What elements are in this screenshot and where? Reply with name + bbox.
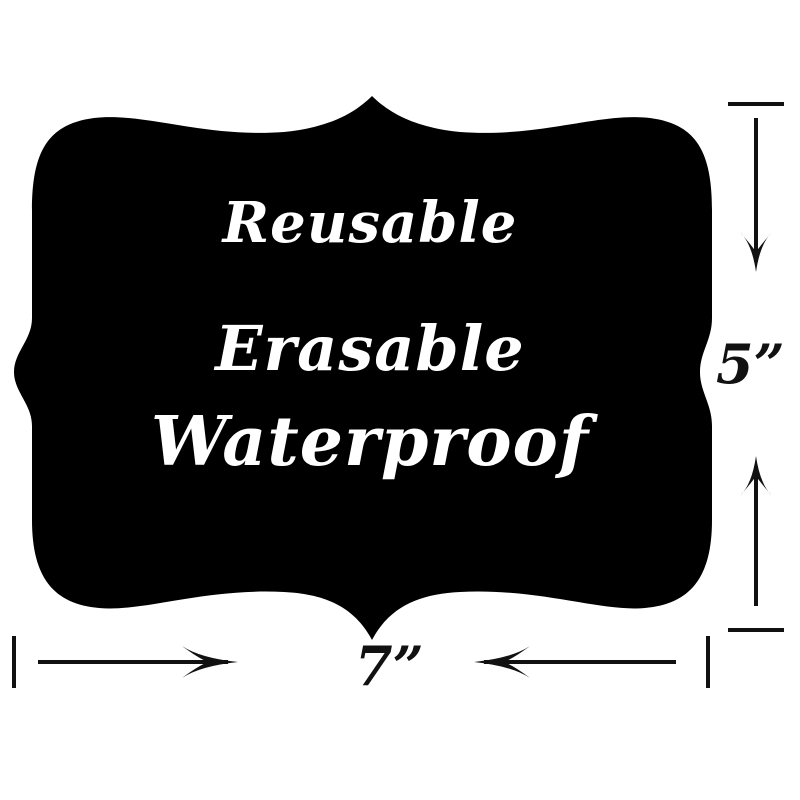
arrow-down-icon — [740, 118, 772, 272]
arrow-right-icon — [38, 646, 238, 678]
label-line-waterproof: Waterproof — [150, 402, 590, 482]
width-dimension-label: 7” — [355, 634, 424, 698]
arrow-up-icon — [740, 456, 772, 606]
height-dimension-label: 5” — [716, 332, 785, 396]
arrow-left-icon — [474, 646, 676, 678]
chalkboard-label-shape — [14, 96, 712, 640]
label-line-erasable: Erasable — [215, 312, 525, 385]
label-line-reusable: Reusable — [222, 190, 518, 256]
